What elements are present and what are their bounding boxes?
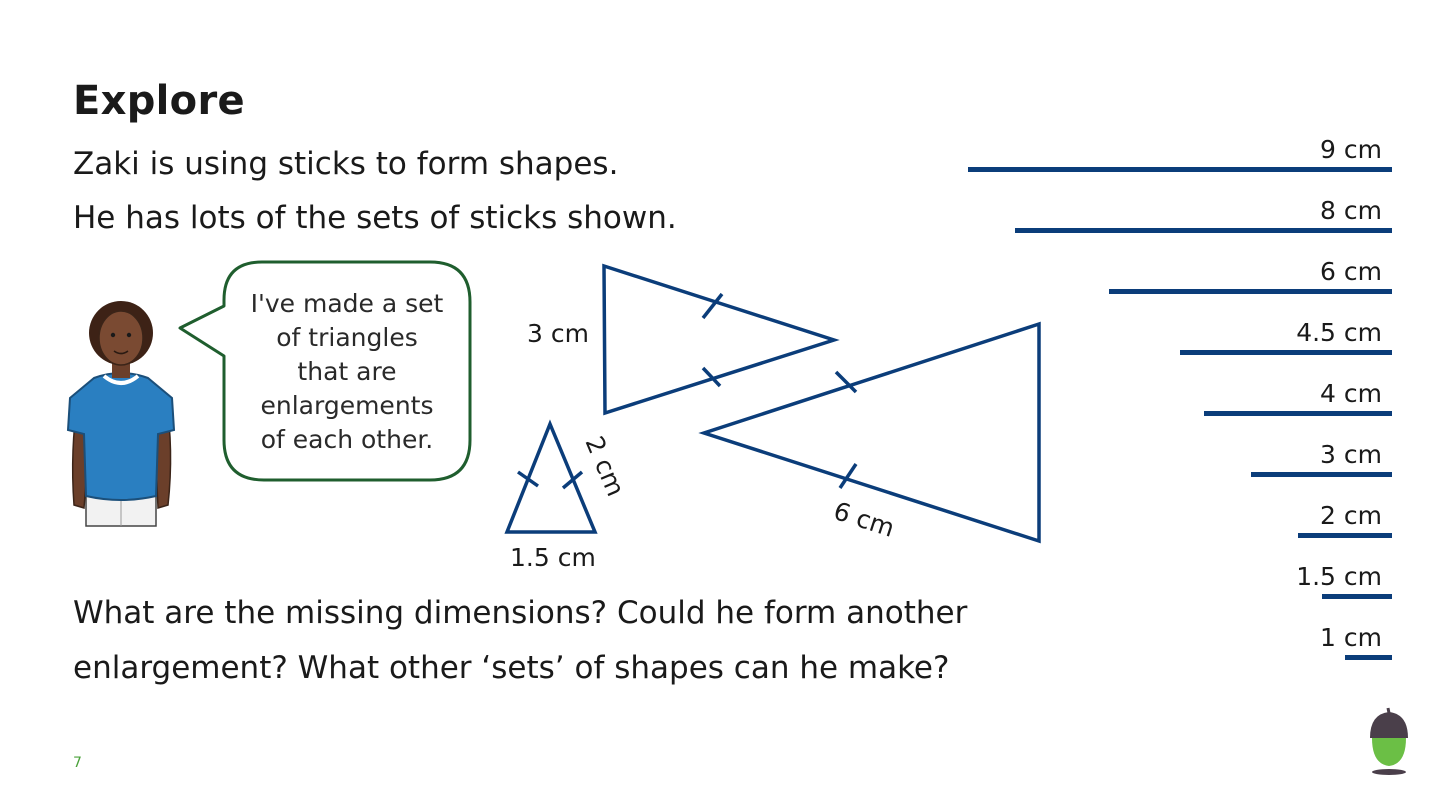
stick-1-5cm xyxy=(1322,594,1392,599)
question-line-2: enlargement? What other ‘sets’ of shapes… xyxy=(73,650,950,686)
label-3cm: 3 cm xyxy=(527,319,589,348)
stick-8cm xyxy=(1015,228,1392,233)
acorn-logo-icon xyxy=(1370,707,1408,775)
stick-label: 3 cm xyxy=(1320,440,1382,469)
zaki-character-illustration xyxy=(66,301,176,527)
triangle-small xyxy=(504,419,598,534)
stick-label: 8 cm xyxy=(1320,196,1382,225)
stick-1cm xyxy=(1345,655,1392,660)
stick-9cm xyxy=(968,167,1392,172)
speech-line: of triangles xyxy=(276,323,418,352)
speech-line: that are xyxy=(297,357,397,386)
intro-line-1: Zaki is using sticks to form shapes. xyxy=(73,146,619,182)
speech-line: I've made a set xyxy=(250,289,444,318)
page-title: Explore xyxy=(73,78,245,124)
label-2cm: 2 cm xyxy=(579,432,630,500)
stick-4cm xyxy=(1204,411,1392,416)
stick-label: 4.5 cm xyxy=(1296,318,1382,347)
intro-line-2: He has lots of the sets of sticks shown. xyxy=(73,200,677,236)
slide-number: 7 xyxy=(73,755,82,771)
stick-label: 9 cm xyxy=(1320,135,1382,164)
label-1-5cm: 1.5 cm xyxy=(510,543,596,572)
speech-bubble-text: I've made a set of triangles that are en… xyxy=(232,287,462,457)
question-line-1: What are the missing dimensions? Could h… xyxy=(73,595,968,631)
triangle-large xyxy=(698,321,1041,544)
speech-line: enlargements xyxy=(260,391,434,420)
stick-label: 2 cm xyxy=(1320,501,1382,530)
stick-6cm xyxy=(1109,289,1392,294)
triangle-medium xyxy=(602,263,840,416)
stick-label: 4 cm xyxy=(1320,379,1382,408)
stick-2cm xyxy=(1298,533,1392,538)
speech-line: of each other. xyxy=(260,425,434,454)
label-6cm: 6 cm xyxy=(830,496,898,543)
stick-3cm xyxy=(1251,472,1392,477)
stick-label: 6 cm xyxy=(1320,257,1382,286)
stick-label: 1 cm xyxy=(1320,623,1382,652)
stick-label: 1.5 cm xyxy=(1296,562,1382,591)
stick-4-5cm xyxy=(1180,350,1392,355)
speech-bubble xyxy=(178,260,472,482)
